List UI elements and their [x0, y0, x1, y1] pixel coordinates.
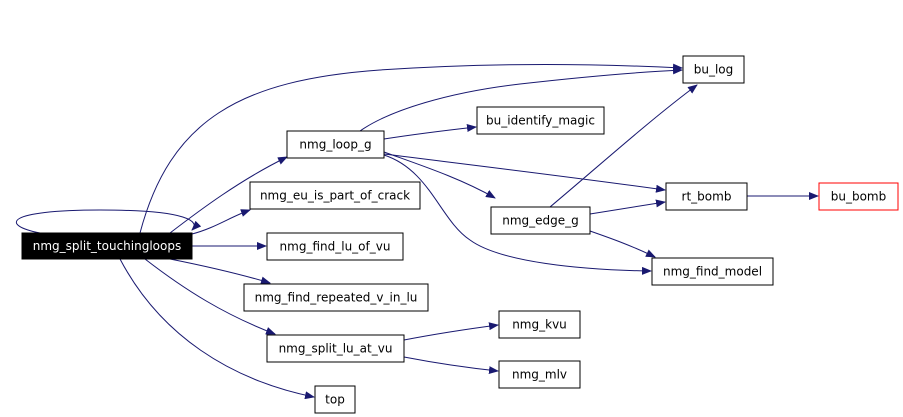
edge-self-loop	[15, 209, 202, 234]
node-label: nmg_find_repeated_v_in_lu	[255, 291, 418, 305]
node-label: nmg_edge_g	[502, 214, 579, 228]
node-label: nmg_mlv	[512, 368, 567, 382]
edge-nmg-split-lu-at-vu-to-nmg-kvu	[403, 322, 499, 341]
node-nmg-edge-g[interactable]: nmg_edge_g	[490, 206, 591, 235]
node-label: nmg_eu_is_part_of_crack	[260, 189, 410, 203]
node-label: bu_log	[694, 63, 734, 77]
node-label: nmg_split_touchingloops	[33, 239, 181, 253]
node-nmg-split-lu-at-vu[interactable]: nmg_split_lu_at_vu	[266, 334, 405, 363]
edge-split-touchingloops-to-bu-log	[139, 63, 683, 234]
edge-split-touchingloops-to-top	[119, 258, 315, 400]
edge-nmg-edge-g-to-rt-bomb	[589, 199, 666, 215]
node-nmg-find-model[interactable]: nmg_find_model	[651, 257, 774, 286]
node-nmg-loop-g[interactable]: nmg_loop_g	[286, 130, 385, 159]
edge-nmg-loop-g-to-bu-identify-magic	[383, 124, 477, 140]
edge-split-touchingloops-to-nmg-find-repeated-v-in-lu	[169, 258, 271, 285]
node-label: nmg_kvu	[512, 318, 567, 332]
node-label: bu_identify_magic	[486, 114, 595, 128]
node-nmg-kvu[interactable]: nmg_kvu	[498, 310, 581, 339]
node-label: nmg_split_lu_at_vu	[279, 342, 393, 356]
node-label: nmg_find_lu_of_vu	[280, 240, 391, 254]
node-rt-bomb[interactable]: rt_bomb	[665, 182, 748, 211]
edge-split-touchingloops-to-nmg-eu-is-part-of-crack	[191, 209, 251, 235]
edge-split-touchingloops-to-nmg-loop-g	[169, 156, 288, 234]
edge-nmg-loop-g-to-bu-log	[359, 66, 683, 132]
node-label: nmg_loop_g	[299, 138, 371, 152]
node-bu-identify-magic[interactable]: bu_identify_magic	[476, 106, 605, 135]
edge-nmg-loop-g-to-nmg-edge-g	[383, 151, 496, 199]
node-label: rt_bomb	[682, 190, 732, 204]
node-label: nmg_find_model	[663, 265, 762, 279]
node-bu-bomb[interactable]: bu_bomb	[818, 182, 899, 211]
edge-split-touchingloops-to-nmg-split-lu-at-vu	[144, 258, 276, 335]
node-nmg-split-touchingloops[interactable]: nmg_split_touchingloops	[21, 232, 193, 260]
edge-nmg-split-lu-at-vu-to-nmg-mlv	[403, 356, 499, 375]
node-top[interactable]: top	[314, 385, 356, 414]
node-nmg-find-repeated-v-in-lu[interactable]: nmg_find_repeated_v_in_lu	[243, 283, 429, 312]
edge-nmg-loop-g-to-rt-bomb	[383, 153, 666, 193]
node-label: bu_bomb	[831, 190, 887, 204]
node-nmg-eu-is-part-of-crack[interactable]: nmg_eu_is_part_of_crack	[249, 181, 421, 210]
edge-nmg-loop-g-to-nmg-find-model	[383, 154, 652, 275]
node-nmg-mlv[interactable]: nmg_mlv	[498, 360, 581, 389]
edge-nmg-edge-g-to-bu-log	[549, 84, 698, 208]
node-label: top	[325, 393, 345, 407]
edge-nmg-edge-g-to-nmg-find-model	[589, 230, 656, 258]
node-nmg-find-lu-of-vu[interactable]: nmg_find_lu_of_vu	[266, 232, 404, 261]
node-bu-log[interactable]: bu_log	[682, 55, 745, 84]
